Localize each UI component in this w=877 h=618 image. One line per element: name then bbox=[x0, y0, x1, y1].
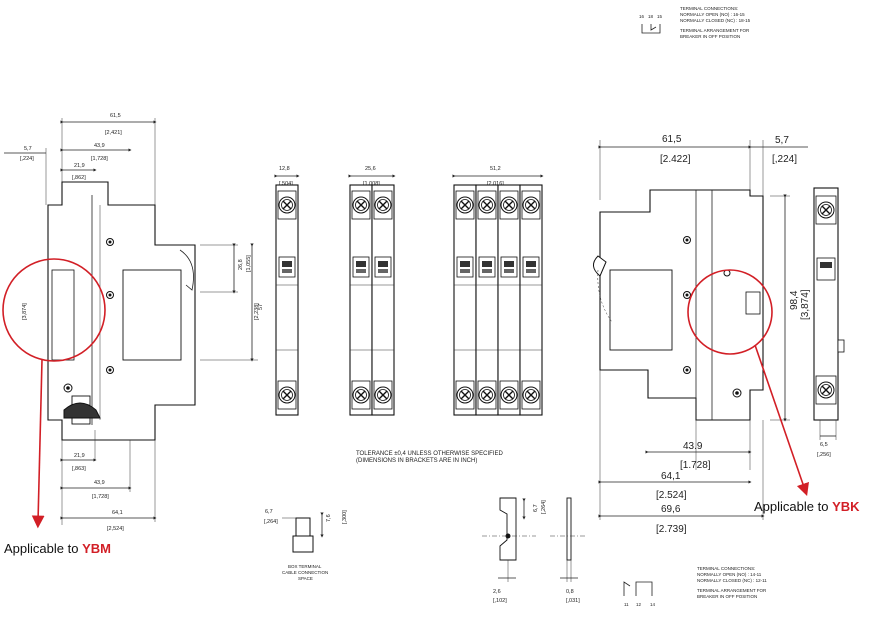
dim-1pole: 12,8 bbox=[279, 166, 290, 172]
note-line: NORMALLY CLOSED (NC) : 18-15 bbox=[680, 18, 751, 23]
ybm-highlight-circle bbox=[2, 258, 106, 362]
tolerance-line: (DIMENSIONS IN BRACKETS ARE IN INCH) bbox=[356, 458, 477, 464]
dim-height-inch: [2,238] bbox=[254, 303, 260, 320]
dim-height-inch: [3,874] bbox=[800, 289, 811, 320]
dim-offset-inch: [,224] bbox=[772, 154, 797, 165]
dim-depth: 43.9 bbox=[683, 441, 703, 452]
ybm-arrow bbox=[31, 359, 45, 529]
dim-1pole-inch: [,504] bbox=[279, 181, 293, 187]
dim-handle-inch: [1,055] bbox=[246, 255, 252, 272]
dim-width-inch: [2.422] bbox=[660, 154, 691, 165]
box-terminal-detail: 6,7 [,264] 7,6 [,300] BOX TERMINAL CABLE… bbox=[264, 509, 348, 581]
pin-dim: 6,7 bbox=[533, 504, 539, 512]
terminal-number: 14 bbox=[650, 602, 656, 607]
dim-bottom-depth: 43,9 bbox=[94, 480, 105, 486]
top-terminal-note: 16 18 15 TERMINAL CONNECTIONS: NORMALLY … bbox=[639, 6, 751, 39]
dim-bottom-total-inch: [2,524] bbox=[107, 526, 124, 532]
left-side-view: 61,5 [2,421] 5,7 [,224] 43,9 [1,728] 21,… bbox=[2, 113, 264, 532]
ybk-model: YBK bbox=[832, 499, 860, 514]
ybk-arrow bbox=[754, 344, 809, 497]
dim-total-depth: 64,1 bbox=[661, 471, 681, 482]
pin-dim2: 2,6 bbox=[493, 589, 501, 595]
terminal-number: 18 bbox=[648, 14, 654, 19]
right-end-view: 6,5 [,256] bbox=[813, 187, 845, 458]
dim-4pole-inch: [2,016] bbox=[487, 181, 504, 187]
dim-height: 98,4 bbox=[789, 290, 800, 310]
ybm-callout-label: Applicable to YBM bbox=[4, 541, 111, 556]
ybm-model: YBM bbox=[82, 541, 111, 556]
pin-dim-inch: [,264] bbox=[541, 500, 547, 514]
front-view-1-pole: 12,8 [,504] bbox=[274, 166, 300, 415]
box-dim-inch: [,264] bbox=[264, 519, 278, 525]
right-side-view: 61,5 [2.422] 5,7 [,224] 98,4 [3,874] 43.… bbox=[593, 134, 811, 535]
pin-dim3-inch: [,031] bbox=[566, 598, 580, 604]
note-line: TERMINAL CONNECTIONS: bbox=[697, 566, 755, 571]
note-line: NORMALLY CLOSED (NC) : 12-11 bbox=[697, 578, 767, 583]
terminal-number: 12 bbox=[636, 602, 642, 607]
note-line: BREAKER IN OFF POSITION bbox=[697, 594, 757, 599]
dim-depth-inch: [1.728] bbox=[680, 460, 711, 471]
dim-front: 21,9 bbox=[74, 163, 85, 169]
terminal-number: 16 bbox=[639, 14, 645, 19]
dim-total-depth-inch: [2.524] bbox=[656, 490, 687, 501]
dim-depth: 43,9 bbox=[94, 143, 105, 149]
ybk-highlight-circle bbox=[687, 269, 773, 355]
tolerance-note: TOLERANCE ±0,4 UNLESS OTHERWISE SPECIFIE… bbox=[356, 451, 503, 464]
dim-4pole: 51,2 bbox=[490, 166, 501, 172]
callout-prefix: Applicable to bbox=[4, 541, 82, 556]
box-caption: BOX TERMINAL bbox=[288, 564, 322, 569]
dim-bottom-depth-inch: [1,728] bbox=[92, 494, 109, 500]
box-dim2-inch: [,300] bbox=[342, 510, 348, 524]
dim-overall-inch: [2.739] bbox=[656, 524, 687, 535]
box-dim2: 7,6 bbox=[326, 514, 332, 522]
terminal-number: 11 bbox=[624, 602, 629, 607]
dim-end-width: 6,5 bbox=[820, 442, 828, 448]
dim-width: 61,5 bbox=[662, 134, 682, 145]
terminal-number: 15 bbox=[657, 14, 663, 19]
dim-offset: 5,7 bbox=[775, 135, 789, 146]
dim-handle: 26,8 bbox=[238, 259, 244, 270]
dim-2pole-inch: [1,008] bbox=[363, 181, 380, 187]
box-dim: 6,7 bbox=[265, 509, 273, 515]
dim-depth-inch: [1,728] bbox=[91, 156, 108, 162]
pin-dim3: 0,8 bbox=[566, 589, 574, 595]
dim-2pole: 25,6 bbox=[365, 166, 376, 172]
dim-front-inch: [,862] bbox=[72, 175, 86, 181]
dim-end-width-inch: [,256] bbox=[817, 452, 831, 458]
dim-bottom-front-inch: [,863] bbox=[72, 466, 86, 472]
note-line: TERMINAL ARRANGEMENT FOR bbox=[697, 588, 767, 593]
dim-offset-inch: [,224] bbox=[20, 156, 34, 162]
front-view-4-pole: 51,2 [2,016] bbox=[452, 166, 544, 415]
dim-width-inch: [2,421] bbox=[105, 130, 122, 136]
note-line: TERMINAL CONNECTIONS: bbox=[680, 6, 738, 11]
dim-offset: 5,7 bbox=[24, 146, 32, 152]
front-view-2-pole: 25,6 [1,008] bbox=[348, 166, 396, 415]
dim-overall: 69,6 bbox=[661, 504, 681, 515]
note-line: TERMINAL ARRANGEMENT FOR bbox=[680, 28, 750, 33]
dim-bottom-front: 21,9 bbox=[74, 453, 85, 459]
terminal-pin-detail: 6,7 [,264] 2,6 [,102] 0,8 [,031] bbox=[482, 497, 585, 604]
note-line: NORMALLY OPEN (NO) : 14-11 bbox=[697, 572, 762, 577]
dim-width: 61,5 bbox=[110, 113, 121, 119]
tolerance-line: TOLERANCE ±0,4 UNLESS OTHERWISE SPECIFIE… bbox=[356, 451, 503, 457]
box-caption: SPACE bbox=[298, 576, 313, 581]
ybk-callout-label: Applicable to YBK bbox=[754, 499, 860, 514]
dim-total-height-inch: [3,874] bbox=[22, 303, 28, 320]
bottom-terminal-note: 11 12 14 TERMINAL CONNECTIONS: NORMALLY … bbox=[623, 566, 767, 607]
pin-dim2-inch: [,102] bbox=[493, 598, 507, 604]
note-line: NORMALLY OPEN (NO) : 16-15 bbox=[680, 12, 745, 17]
callout-prefix: Applicable to bbox=[754, 499, 832, 514]
box-caption: CABLE CONNECTION bbox=[282, 570, 328, 575]
dim-bottom-total: 64,1 bbox=[112, 510, 123, 516]
dim-height: 57 bbox=[258, 304, 264, 310]
note-line: BREAKER IN OFF POSITION bbox=[680, 34, 740, 39]
